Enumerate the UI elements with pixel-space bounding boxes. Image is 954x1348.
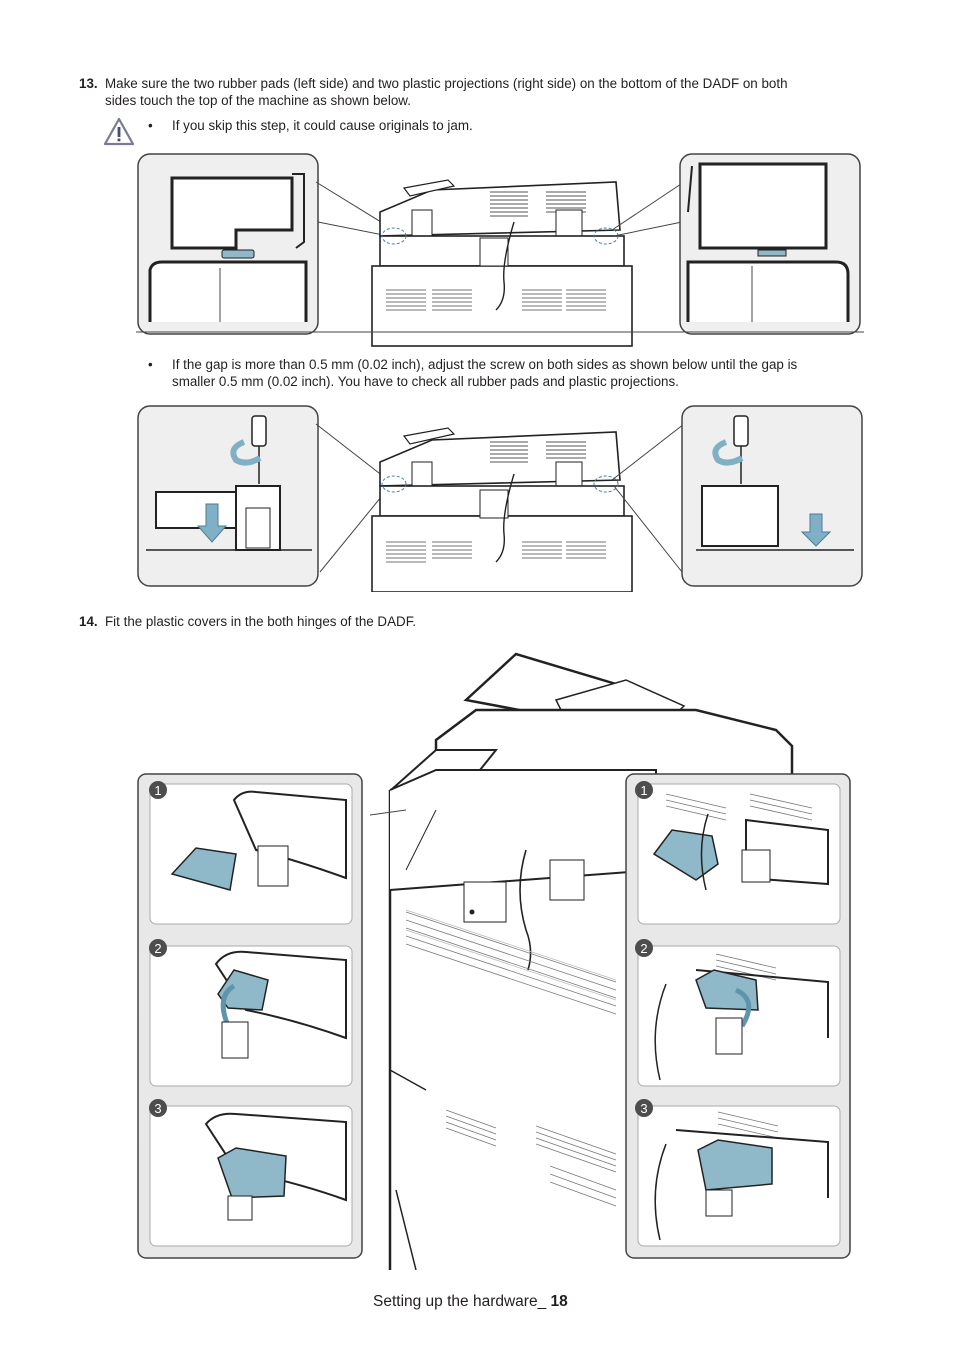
bullet-gap-adjust: • If the gap is more than 0.5 mm (0.02 i… xyxy=(148,357,878,391)
left-steps-panel: 1 2 3 xyxy=(137,773,363,1259)
page-number: 18 xyxy=(550,1293,568,1310)
bullet-dot: • xyxy=(148,357,153,372)
footer-section: Setting up the hardware_ xyxy=(373,1293,551,1310)
right-pad-inset xyxy=(679,153,861,335)
step-13: 13. Make sure the two rubber pads (left … xyxy=(79,76,879,110)
right-callout-1: 1 xyxy=(640,783,647,798)
step-14: 14. Fit the plastic covers in the both h… xyxy=(79,614,679,632)
step-13-line-1: Make sure the two rubber pads (left side… xyxy=(105,76,788,91)
machine-center xyxy=(371,179,633,347)
illustration-pads-touch xyxy=(136,153,864,347)
machine-body xyxy=(369,652,794,1270)
left-screw-inset xyxy=(137,405,319,587)
illustration-plastic-covers: 1 2 3 1 2 xyxy=(137,652,851,1270)
bullet-dot: • xyxy=(148,118,153,133)
right-callout-2: 2 xyxy=(640,941,647,956)
step-13-line-2: sides touch the top of the machine as sh… xyxy=(105,92,411,108)
page-footer: Setting up the hardware_ 18 xyxy=(373,1293,568,1311)
left-callout-2: 2 xyxy=(154,941,161,956)
step-14-text: Fit the plastic covers in the both hinge… xyxy=(105,614,417,629)
warning-icon xyxy=(103,117,135,146)
right-steps-panel: 1 2 3 xyxy=(625,773,851,1259)
left-pad-inset xyxy=(137,153,319,335)
illustration-screw-adjust xyxy=(137,405,863,592)
machine-center-2 xyxy=(371,427,633,592)
bullet-skip-text: If you skip this step, it could cause or… xyxy=(172,118,473,133)
step-13-number: 13. xyxy=(79,76,98,91)
right-screw-inset xyxy=(681,405,863,587)
step-14-number: 14. xyxy=(79,614,98,629)
left-callout-3: 3 xyxy=(154,1101,161,1116)
right-callout-3: 3 xyxy=(640,1101,647,1116)
left-callout-1: 1 xyxy=(154,783,161,798)
down-arrow-icon xyxy=(196,503,228,543)
rotate-arrow-icon xyxy=(230,439,262,466)
bullet-gap-line-2: smaller 0.5 mm (0.02 inch). You have to … xyxy=(172,373,679,389)
bullet-skip-warning: • If you skip this step, it could cause … xyxy=(148,118,748,136)
bullet-gap-line-1: If the gap is more than 0.5 mm (0.02 inc… xyxy=(172,357,798,372)
